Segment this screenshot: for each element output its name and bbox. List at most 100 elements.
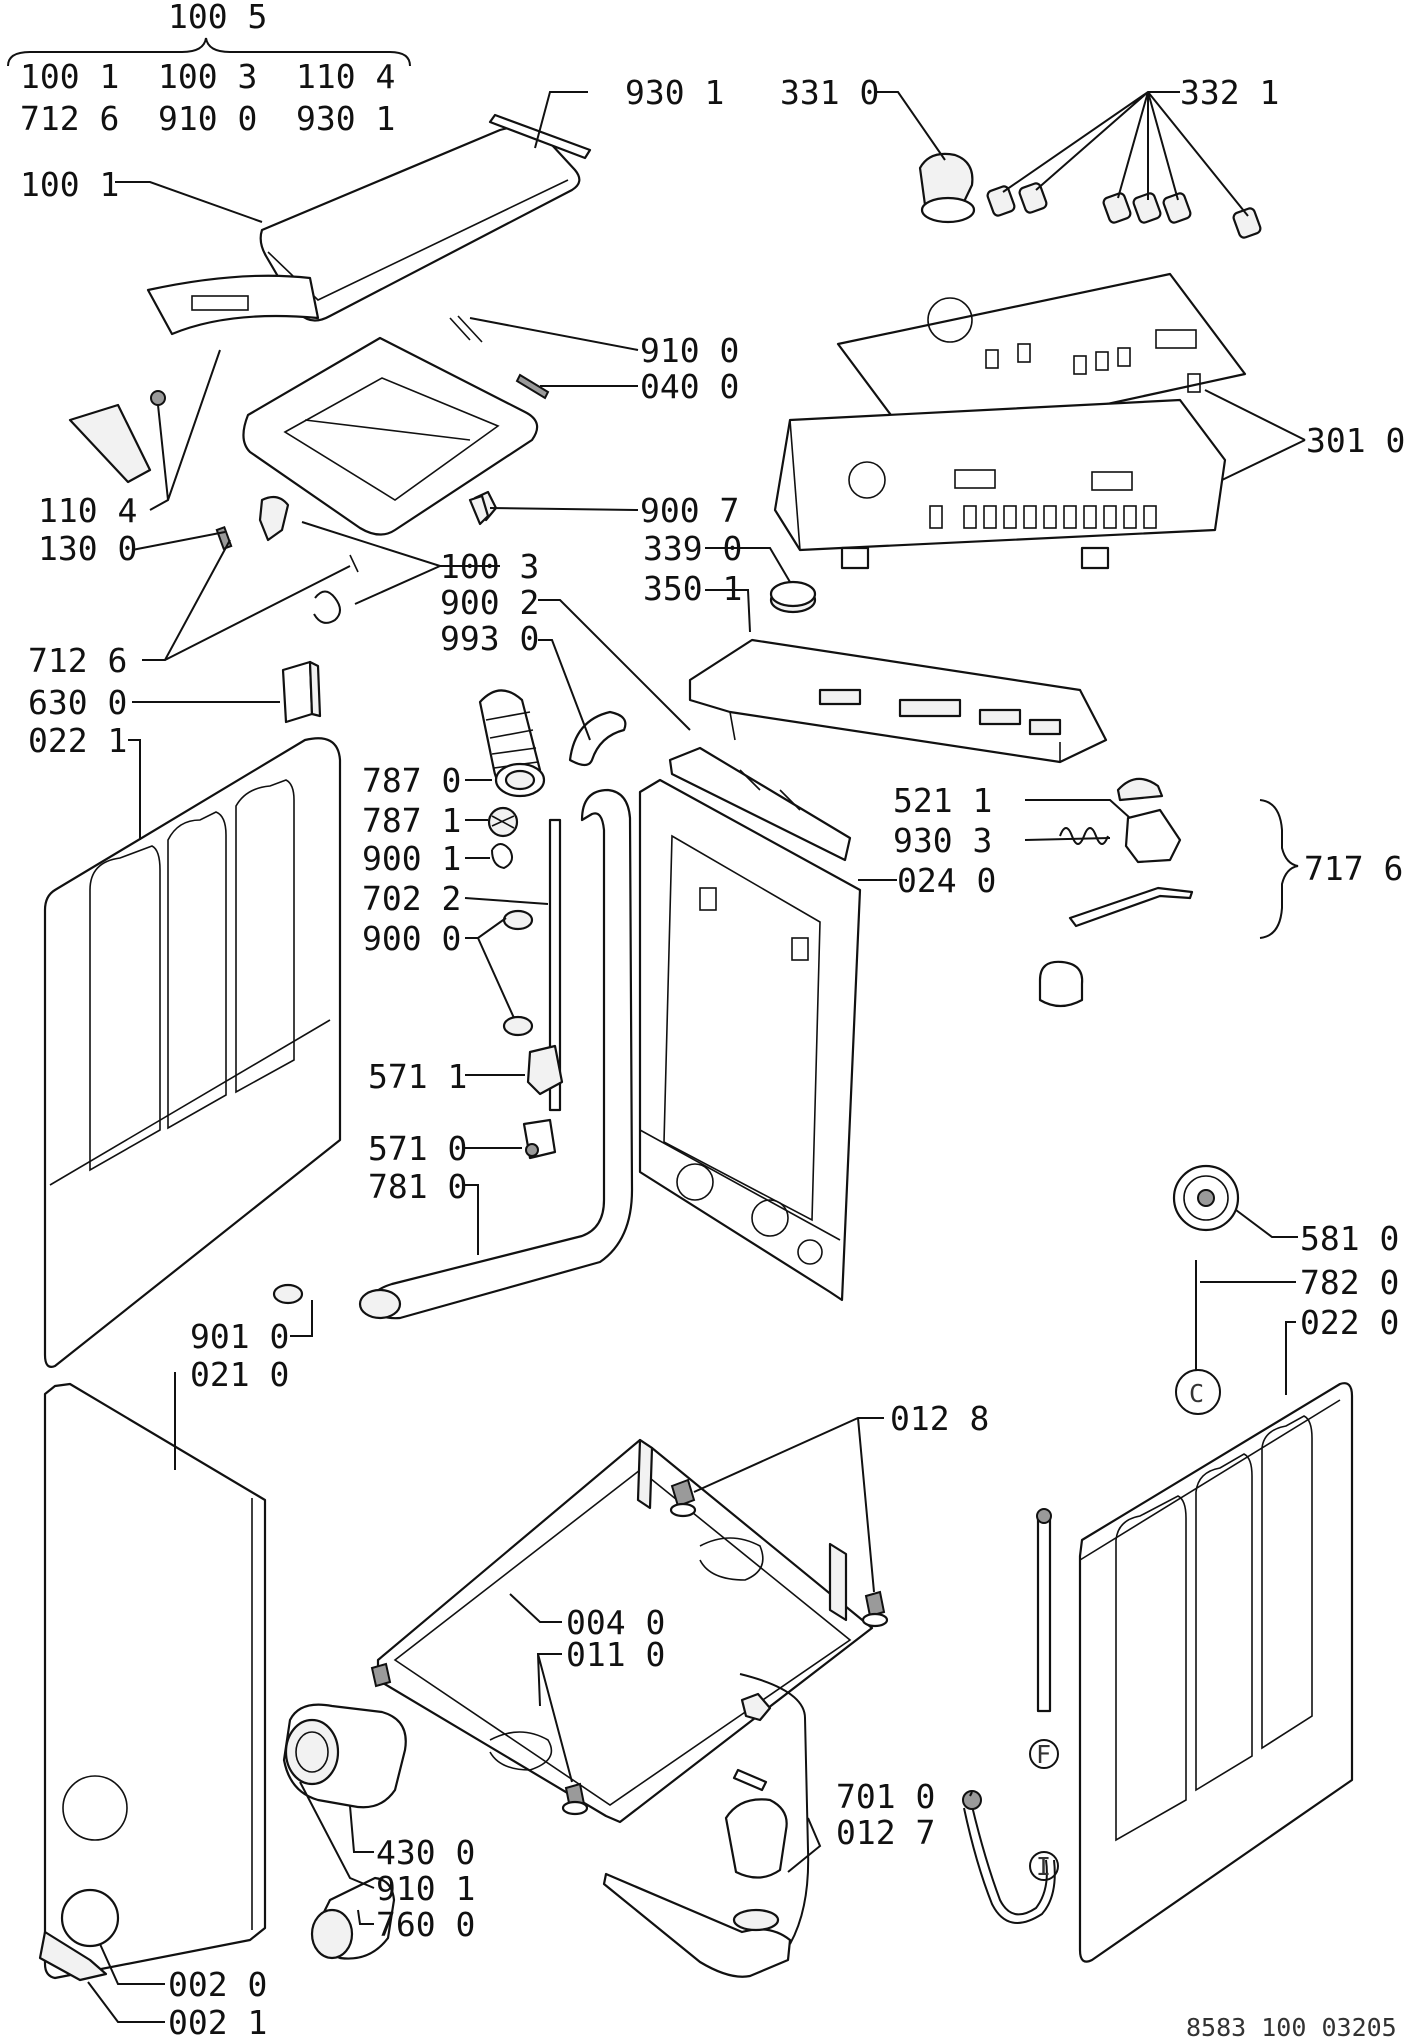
drain-pump — [282, 1703, 407, 1809]
callout-040-0: 040 0 — [640, 367, 739, 406]
lower-pin — [732, 1768, 768, 1792]
callout-022-1: 022 1 — [28, 721, 127, 760]
callout-900-1: 900 1 — [362, 839, 461, 878]
small-box-part — [281, 660, 322, 724]
program-knob — [918, 152, 976, 224]
lock-cup — [1038, 960, 1084, 1008]
group-item: 910 0 — [158, 99, 257, 138]
callout-930-3: 930 3 — [893, 821, 992, 860]
lock-lever — [1068, 886, 1194, 928]
callout-782-0: 782 0 — [1300, 1263, 1399, 1302]
group-item: 100 3 — [158, 57, 257, 96]
bracket-717-6 — [1259, 799, 1299, 939]
callout-760-0: 760 0 — [376, 1905, 475, 1944]
callout-787-0: 787 0 — [362, 761, 461, 800]
callout-100-1: 100 1 — [20, 165, 119, 204]
control-panel — [773, 398, 1227, 570]
group-item: 930 1 — [296, 99, 395, 138]
dispenser-siphon — [724, 1798, 788, 1879]
callout-100-3: 100 3 — [440, 547, 539, 586]
hose-clamp-900-1 — [491, 843, 513, 870]
callout-430-0: 430 0 — [376, 1833, 475, 1872]
drum-pulley — [1172, 1164, 1240, 1232]
callout-630-0: 630 0 — [28, 683, 127, 722]
lid-strip — [488, 113, 592, 160]
lock-cover — [1116, 777, 1164, 802]
callout-011-0: 011 0 — [566, 1635, 665, 1674]
callout-301-0: 301 0 — [1306, 421, 1405, 460]
callout-787-1: 787 1 — [362, 801, 461, 840]
group-item: 712 6 — [20, 99, 119, 138]
callout-910-0: 910 0 — [640, 331, 739, 370]
callout-930-1: 930 1 — [625, 73, 724, 112]
drawing-number: 8583 100 03205 — [1186, 2013, 1397, 2042]
callout-571-1: 571 1 — [368, 1057, 467, 1096]
svg-text:C: C — [1189, 1379, 1204, 1408]
callout-022-0: 022 0 — [1300, 1303, 1399, 1342]
valve-571-1 — [526, 1044, 564, 1096]
top-crossmember — [668, 746, 852, 862]
right-side-panel — [1078, 1382, 1354, 1963]
svg-text:F: F — [1036, 1740, 1051, 1769]
grommet-caps — [502, 909, 534, 1037]
plug-901-0 — [272, 1283, 304, 1305]
service-flap — [38, 1888, 120, 1982]
pump-filter — [310, 1876, 396, 1960]
callout-004-0: 004 0 — [566, 1603, 665, 1642]
callout-012-7: 012 7 — [836, 1813, 935, 1852]
callout-581-0: 581 0 — [1300, 1219, 1399, 1258]
circle-marker-i: I — [1029, 1851, 1059, 1881]
callout-024-0: 024 0 — [897, 861, 996, 900]
door-bellows — [478, 689, 546, 798]
spring-930-3 — [1059, 827, 1109, 845]
feet — [370, 1478, 889, 1816]
inlet-hose-701 — [962, 1790, 1056, 1924]
electronic-module — [688, 638, 1108, 764]
callout-339-0: 339 0 — [643, 529, 742, 568]
callout-910-1: 910 1 — [376, 1869, 475, 1908]
worktop-frame — [68, 274, 539, 536]
leader-lines — [87, 91, 1306, 2023]
callout-701-0: 701 0 — [836, 1777, 935, 1816]
callout-110-4: 110 4 — [38, 491, 137, 530]
callout-901-0: 901 0 — [190, 1317, 289, 1356]
callout-571-0: 571 0 — [368, 1129, 467, 1168]
group-item: 110 4 — [296, 57, 395, 96]
callout-702-2: 702 2 — [362, 879, 461, 918]
callout-712-6: 712 6 — [28, 641, 127, 680]
callout-002-1: 002 1 — [168, 2003, 267, 2042]
group-label: 100 5 — [168, 0, 267, 36]
callout-900-0: 900 0 — [362, 919, 461, 958]
drain-tube — [548, 818, 562, 1112]
callout-350-1: 350 1 — [643, 569, 742, 608]
callout-331-0: 331 0 — [780, 73, 879, 112]
dispenser-tray — [602, 1872, 792, 1978]
door-lock — [1124, 808, 1182, 864]
group-item: 100 1 — [20, 57, 119, 96]
drain-hose-781 — [358, 788, 634, 1320]
bracket-900-7 — [468, 494, 490, 526]
callout-130-0: 130 0 — [38, 529, 137, 568]
group-brace — [7, 37, 411, 67]
callout-521-1: 521 1 — [893, 781, 992, 820]
callout-labels: 100 1 930 1 331 0 332 1 910 0 040 0 301 … — [20, 73, 1405, 2042]
control-panel-foil — [836, 272, 1247, 448]
callout-900-7: 900 7 — [640, 491, 739, 530]
rear-frame — [638, 778, 862, 1302]
push-buttons — [986, 182, 1262, 239]
callout-021-0: 021 0 — [190, 1355, 289, 1394]
callout-002-0: 002 0 — [168, 1965, 267, 2004]
callout-012-8: 012 8 — [890, 1399, 989, 1438]
group-header: 100 5 100 1 100 3 110 4 712 6 910 0 930 … — [7, 0, 411, 138]
callout-717-6: 717 6 — [1304, 849, 1403, 888]
valve-571-0 — [522, 1118, 557, 1160]
callout-900-2: 900 2 — [440, 583, 539, 622]
callout-781-0: 781 0 — [368, 1167, 467, 1206]
circle-marker-f: F — [1029, 1739, 1059, 1769]
filter-screen — [487, 806, 519, 838]
base-frame — [376, 1438, 874, 1824]
svg-text:I: I — [1036, 1852, 1051, 1881]
front-panel — [43, 1382, 267, 1980]
lower-clip — [740, 1692, 772, 1722]
